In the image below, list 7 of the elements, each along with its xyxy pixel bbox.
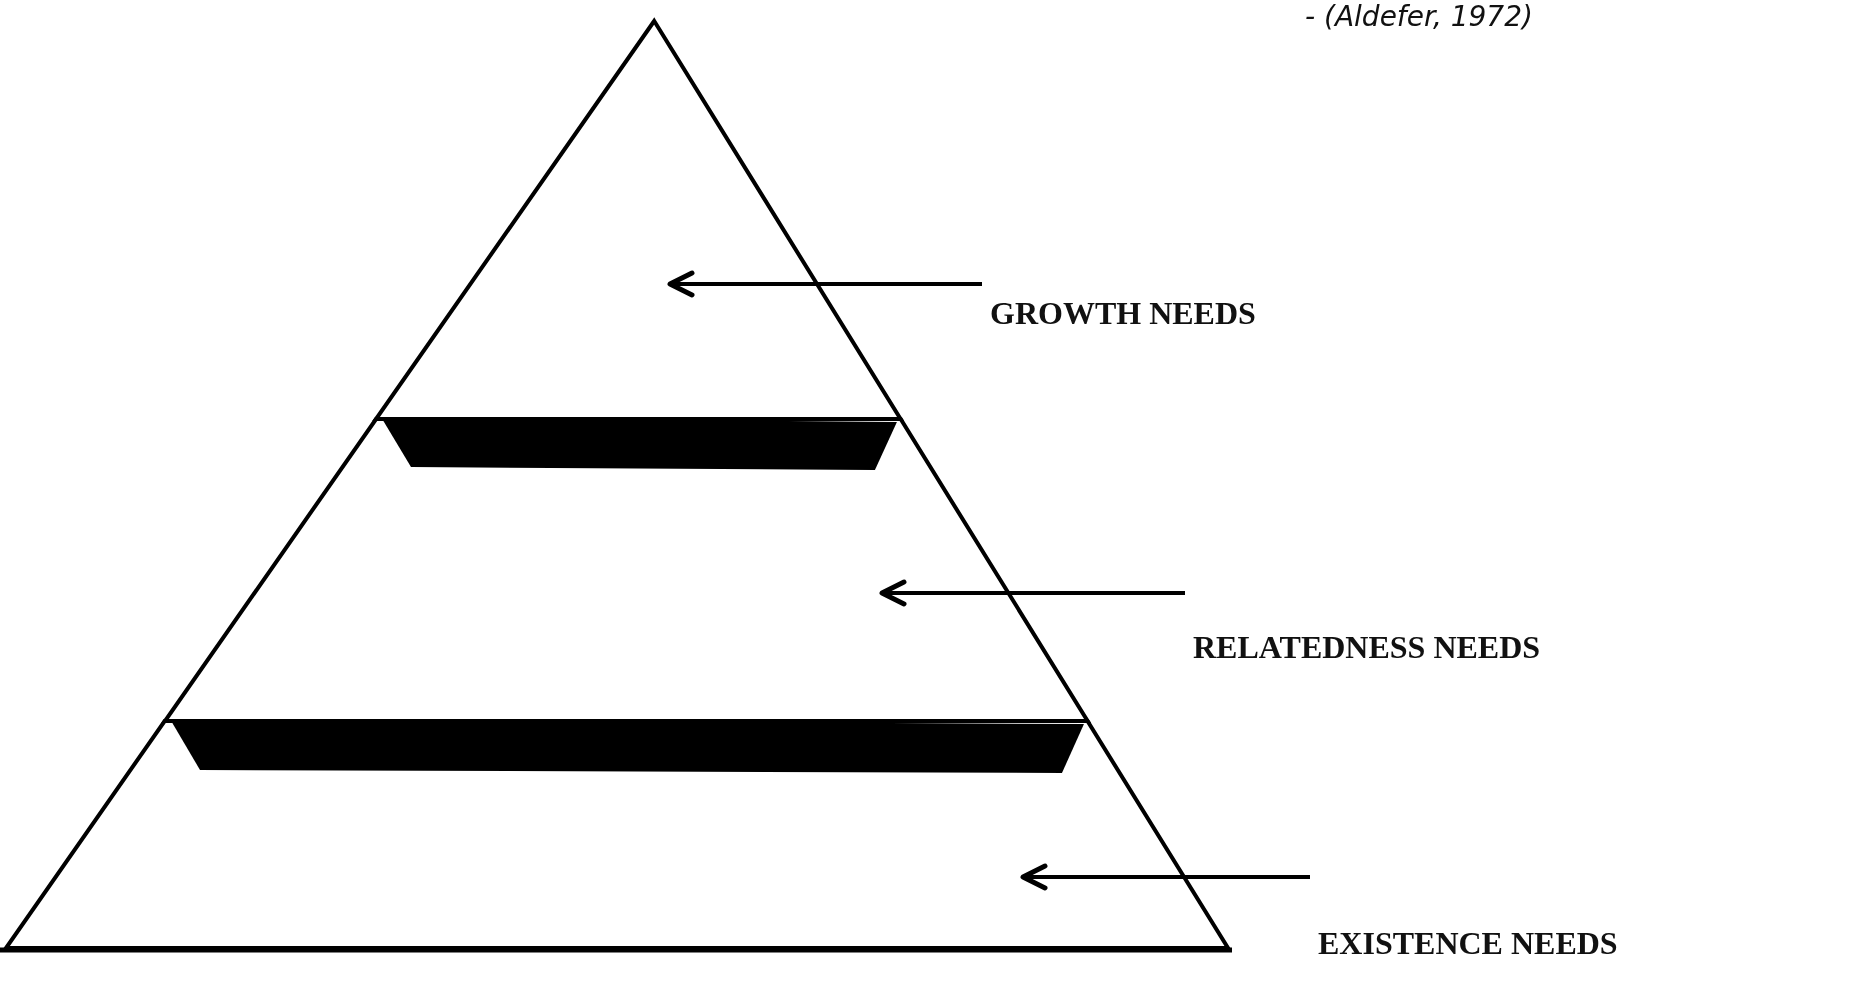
citation: - (Aldefer, 1972)	[1305, 0, 1533, 33]
needs-label: EXISTENCE NEEDS	[1318, 926, 1618, 962]
arrow	[667, 270, 982, 298]
pyramid-section	[164, 419, 1088, 721]
arrow	[879, 579, 1185, 607]
needs-label: RELATEDNESS NEEDS	[1193, 630, 1541, 666]
needs-label: GROWTH NEEDS	[990, 296, 1256, 332]
